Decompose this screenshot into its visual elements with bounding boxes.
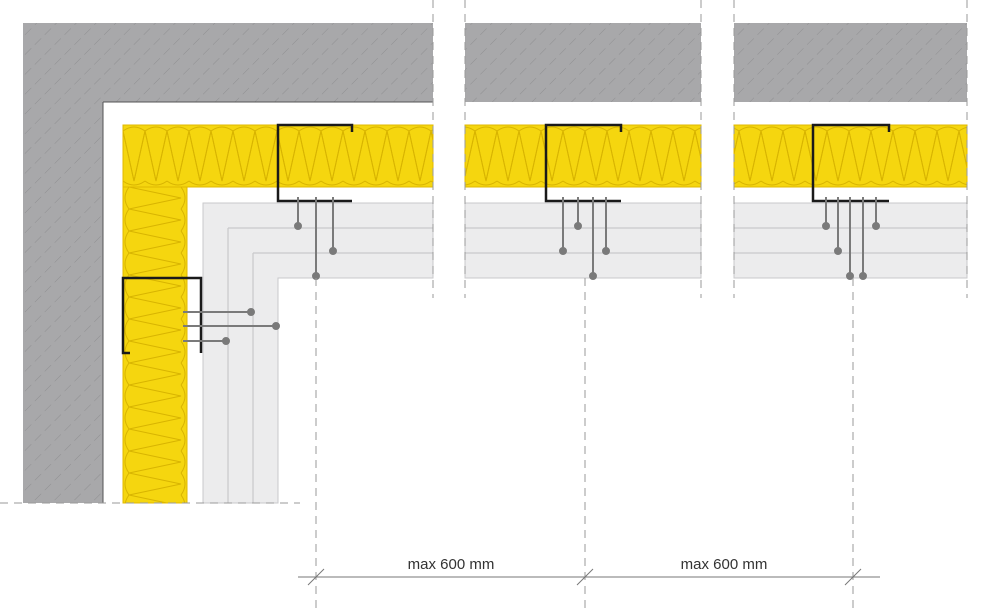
insulation-ceiling-middle — [464, 124, 702, 188]
dimension-line — [298, 568, 880, 586]
steel-profiles — [121, 123, 891, 355]
insulation-ceiling-right — [733, 124, 968, 188]
profile-ceiling-1 — [276, 123, 354, 203]
dashed-lines — [0, 0, 968, 608]
concrete-structure — [23, 23, 967, 503]
concrete-slab-middle — [465, 23, 701, 102]
screws — [183, 197, 880, 345]
dimension-label-2: max 600 mm — [681, 556, 768, 573]
concrete-slab-right — [734, 23, 967, 102]
concrete-wall-and-slab-left — [23, 23, 433, 503]
insulation-wall — [122, 186, 188, 504]
plasterboard-corner-left — [202, 202, 434, 504]
profile-ceiling-2 — [544, 123, 623, 203]
profile-wall — [121, 276, 203, 355]
plasterboard-middle — [464, 202, 702, 279]
dimension-label-1: max 600 mm — [408, 556, 495, 573]
